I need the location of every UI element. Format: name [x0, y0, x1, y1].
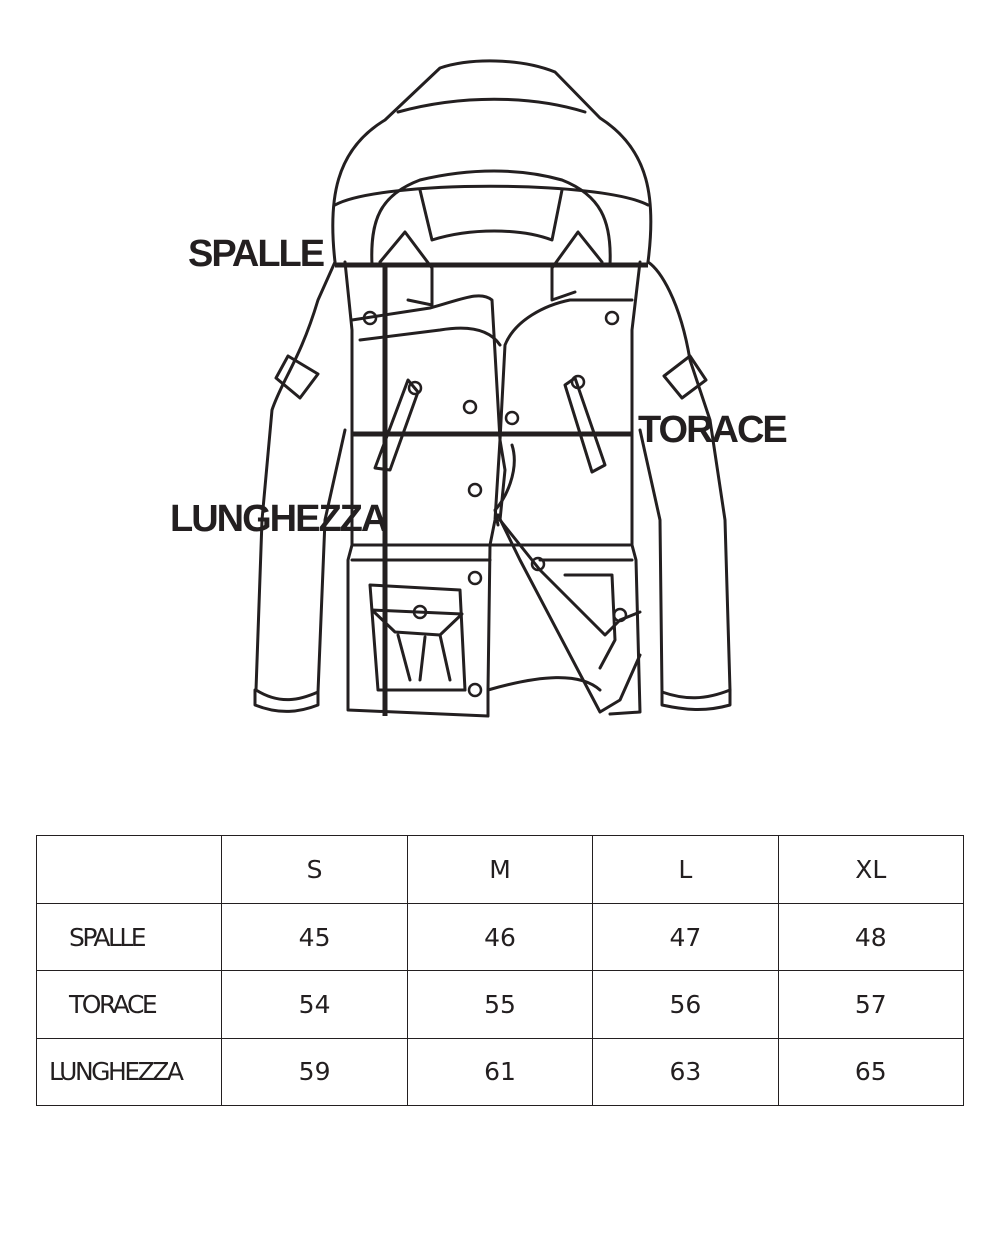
- length-label: LUNGHEZZA: [170, 498, 388, 540]
- table-header-cell: [35, 834, 223, 905]
- button-11: [612, 607, 628, 623]
- table-cell: 63: [592, 1037, 779, 1107]
- table-cell: 65: [777, 1037, 965, 1107]
- jacket-illustration: SPALLE TORACE LUNGHEZZA: [170, 59, 788, 718]
- table-cell: 48: [777, 903, 965, 972]
- row-label: SPALLE: [35, 903, 223, 972]
- table-header-row: S M L XL: [35, 834, 965, 905]
- table-cell: 45: [221, 903, 408, 972]
- table-cell: 56: [592, 970, 779, 1039]
- table-cell: 55: [406, 970, 594, 1039]
- button-3: [462, 399, 478, 415]
- table-row: TORACE 54 55 56 57: [35, 970, 965, 1039]
- button-2: [604, 310, 620, 326]
- button-5: [407, 380, 423, 396]
- shoulders-label: SPALLE: [188, 233, 324, 275]
- table-cell: 54: [221, 970, 408, 1039]
- table-row: LUNGHEZZA 59 61 63 65: [35, 1037, 965, 1107]
- button-12: [412, 604, 428, 620]
- button-8: [467, 570, 483, 586]
- chest-label: TORACE: [638, 409, 786, 451]
- table-cell: 46: [406, 903, 594, 972]
- hood-outline: [331, 59, 653, 264]
- table-header-cell: L: [592, 834, 779, 905]
- button-4: [504, 410, 520, 426]
- button-1: [362, 310, 378, 326]
- jacket-measurement-diagram: SPALLE TORACE LUNGHEZZA: [170, 59, 788, 718]
- table-cell: 61: [406, 1037, 594, 1107]
- button-10: [530, 556, 546, 572]
- table-cell: 47: [592, 903, 779, 972]
- button-9: [467, 682, 483, 698]
- table-header-cell: XL: [777, 834, 965, 905]
- table-row: SPALLE 45 46 47 48: [35, 903, 965, 972]
- size-table: S M L XL SPALLE 45 46 47 48 TORACE 54 55…: [35, 834, 965, 1107]
- button-7: [467, 482, 483, 498]
- table-header-cell: S: [221, 834, 408, 905]
- table-cell: 57: [777, 970, 965, 1039]
- table-header-cell: M: [406, 834, 594, 905]
- table-cell: 59: [221, 1037, 408, 1107]
- button-6: [570, 374, 586, 390]
- row-label: TORACE: [35, 970, 223, 1039]
- row-label: LUNGHEZZA: [35, 1037, 223, 1107]
